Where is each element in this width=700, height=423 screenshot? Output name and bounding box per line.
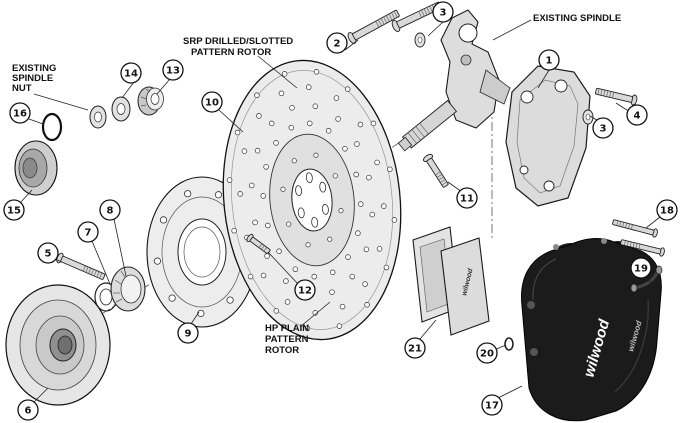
callout-3-right: 3	[592, 117, 614, 139]
callout-6: 6	[17, 399, 39, 421]
svg-text:5: 5	[45, 249, 52, 260]
callouts: 1 2 3 3 4 5 6 7 8 9 10 11 12 13 14 15 16…	[3, 1, 678, 421]
svg-text:19: 19	[634, 264, 648, 275]
o-ring	[41, 112, 63, 142]
bolt	[612, 219, 658, 238]
callout-9: 9	[177, 322, 199, 344]
inner-bearing	[110, 266, 146, 312]
brake-pads: wilwood	[412, 226, 490, 336]
svg-text:4: 4	[634, 111, 641, 122]
svg-text:9: 9	[185, 329, 192, 340]
callout-11: 11	[456, 187, 478, 209]
callout-10: 10	[201, 91, 223, 113]
rotor	[222, 59, 402, 341]
callout-4: 4	[626, 104, 648, 126]
svg-text:6: 6	[25, 406, 32, 417]
svg-text:10: 10	[205, 98, 219, 109]
callout-7: 7	[77, 221, 99, 243]
label-hp-rotor-2: PATTERN	[265, 334, 309, 345]
bolt	[595, 87, 638, 106]
callout-8: 8	[99, 199, 121, 221]
text-labels: EXISTING SPINDLE EXISTING SPINDLE NUT SR…	[12, 13, 621, 356]
svg-text:1: 1	[546, 56, 553, 67]
bolt	[423, 153, 449, 188]
svg-text:7: 7	[85, 228, 92, 239]
svg-text:14: 14	[124, 69, 138, 80]
svg-text:3: 3	[440, 8, 447, 19]
callout-19: 19	[630, 257, 652, 279]
label-existing-spindle-nut-3: NUT	[12, 83, 32, 94]
leader-lines	[19, 19, 661, 403]
label-existing-spindle-nut-1: EXISTING	[12, 63, 56, 74]
svg-text:11: 11	[460, 194, 474, 205]
svg-text:13: 13	[166, 66, 180, 77]
callout-15: 15	[3, 199, 25, 221]
svg-text:15: 15	[7, 206, 21, 217]
bolt-washers	[414, 32, 594, 125]
spindle-nut-washers	[89, 86, 164, 129]
callout-14: 14	[120, 62, 142, 84]
caliper-bracket	[505, 65, 591, 207]
bolt	[620, 239, 665, 257]
svg-text:20: 20	[480, 349, 494, 360]
svg-text:16: 16	[13, 109, 27, 120]
hub	[5, 284, 111, 406]
label-srp-rotor-1: SRP DRILLED/SLOTTED	[183, 36, 293, 47]
svg-text:2: 2	[334, 39, 341, 50]
callout-17: 17	[481, 394, 503, 416]
callout-12: 12	[294, 279, 316, 301]
svg-text:8: 8	[107, 206, 114, 217]
label-existing-spindle-nut-2: SPINDLE	[12, 73, 53, 84]
callout-16: 16	[9, 102, 31, 124]
svg-text:18: 18	[660, 206, 674, 217]
callout-2: 2	[326, 32, 348, 54]
callout-13: 13	[162, 59, 184, 81]
crossover-tube	[630, 265, 663, 293]
spindle	[397, 9, 511, 152]
svg-text:21: 21	[408, 344, 422, 355]
callout-5: 5	[37, 242, 59, 264]
callout-1: 1	[538, 49, 560, 71]
callout-21: 21	[404, 337, 426, 359]
caliper: wilwood wilwood	[521, 238, 662, 422]
label-hp-rotor-1: HP PLAIN	[265, 323, 309, 334]
label-hp-rotor-3: ROTOR	[265, 345, 299, 356]
spindle-shaft	[397, 99, 458, 152]
bolt	[246, 233, 271, 255]
callout-18: 18	[656, 199, 678, 221]
callout-3-top: 3	[432, 1, 454, 23]
label-srp-rotor-2: PATTERN ROTOR	[191, 47, 271, 58]
callout-20: 20	[476, 342, 498, 364]
svg-text:17: 17	[485, 401, 499, 412]
svg-text:3: 3	[600, 124, 607, 135]
bolts	[56, 1, 665, 280]
svg-text:12: 12	[298, 286, 312, 297]
label-existing-spindle: EXISTING SPINDLE	[533, 13, 621, 24]
bolt	[347, 9, 400, 44]
dust-cap	[14, 140, 58, 196]
fitting-o-ring	[504, 337, 514, 351]
